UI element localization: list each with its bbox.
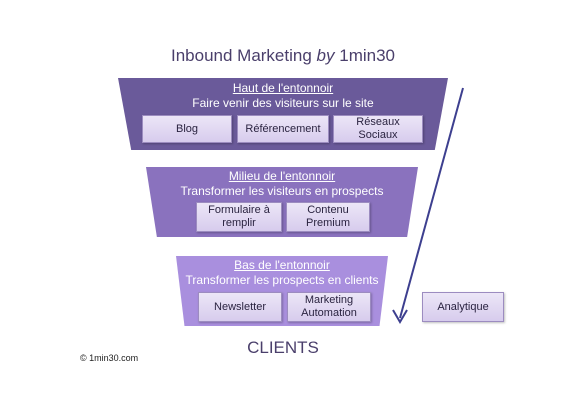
title-by: by <box>316 46 335 65</box>
funnel-tier-middle: Milieu de l'entonnoir Transformer les vi… <box>146 167 418 237</box>
box-reseaux-sociaux: Réseaux Sociaux <box>333 115 423 143</box>
diagram-title: Inbound Marketing by 1min30 <box>0 46 566 66</box>
box-contenu-premium: Contenu Premium <box>286 202 370 232</box>
box-referencement: Référencement <box>237 115 329 143</box>
tier-subtitle: Transformer les visiteurs en prospects <box>180 184 384 198</box>
clients-label: CLIENTS <box>247 338 319 357</box>
box-formulaire: Formulaire à remplir <box>196 202 282 232</box>
title-brand: 1min30 <box>339 46 396 65</box>
arrow-head-icon <box>392 309 408 324</box>
box-blog: Blog <box>142 115 232 143</box>
box-newsletter: Newsletter <box>198 292 282 322</box>
title-main: Inbound Marketing <box>170 46 312 65</box>
copyright-text: © 1min30.com <box>80 353 139 363</box>
tier-heading: Haut de l'entonnoir <box>232 81 334 95</box>
tier-heading: Bas de l'entonnoir <box>234 258 330 272</box>
tier-heading: Milieu de l'entonnoir <box>228 169 336 183</box>
box-analytique: Analytique <box>422 292 504 322</box>
tier-subtitle: Faire venir des visiteurs sur le site <box>192 96 374 110</box>
arrow-shaft <box>399 87 464 319</box>
box-marketing-automation: Marketing Automation <box>287 292 371 322</box>
tier-subtitle: Transformer les prospects en clients <box>185 273 379 287</box>
